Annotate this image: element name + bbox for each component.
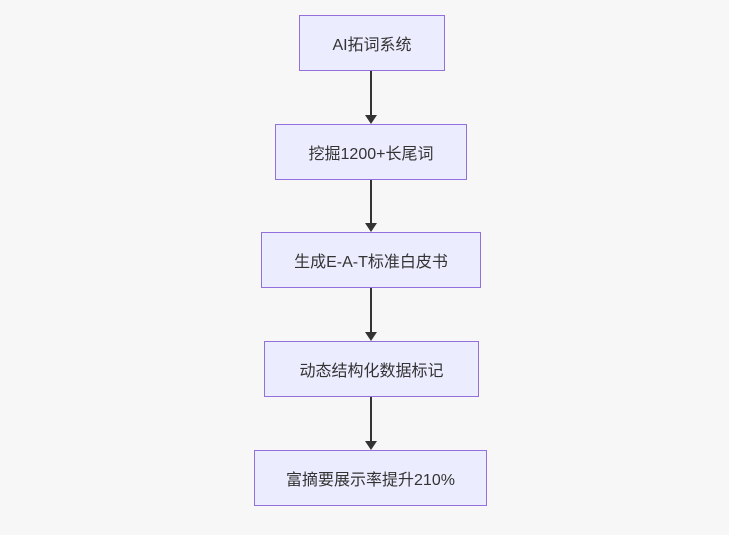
arrow-head-icon	[365, 332, 377, 341]
flow-node-eat-whitepaper: 生成E-A-T标准白皮书	[261, 232, 481, 288]
flow-node-label: 生成E-A-T标准白皮书	[294, 254, 448, 271]
flow-node-label: 富摘要展示率提升210%	[286, 472, 455, 489]
arrow-line	[370, 288, 372, 333]
flow-node-rich-snippet-result: 富摘要展示率提升210%	[254, 450, 487, 506]
flow-arrow-3	[365, 288, 377, 341]
flow-arrow-4	[365, 397, 377, 450]
flow-node-label: AI拓词系统	[332, 37, 412, 54]
flow-arrow-2	[365, 180, 377, 232]
arrow-head-icon	[365, 223, 377, 232]
arrow-head-icon	[365, 115, 377, 124]
arrow-head-icon	[365, 441, 377, 450]
arrow-line	[370, 397, 372, 442]
flow-node-longtail-mining: 挖掘1200+长尾词	[275, 124, 467, 180]
flow-node-ai-keyword-system: AI拓词系统	[299, 15, 445, 71]
flow-node-label: 动态结构化数据标记	[299, 363, 444, 380]
flow-node-structured-data-markup: 动态结构化数据标记	[264, 341, 479, 397]
flow-arrow-1	[365, 71, 377, 124]
arrow-line	[370, 180, 372, 224]
arrow-line	[370, 71, 372, 116]
flow-node-label: 挖掘1200+长尾词	[308, 146, 434, 163]
